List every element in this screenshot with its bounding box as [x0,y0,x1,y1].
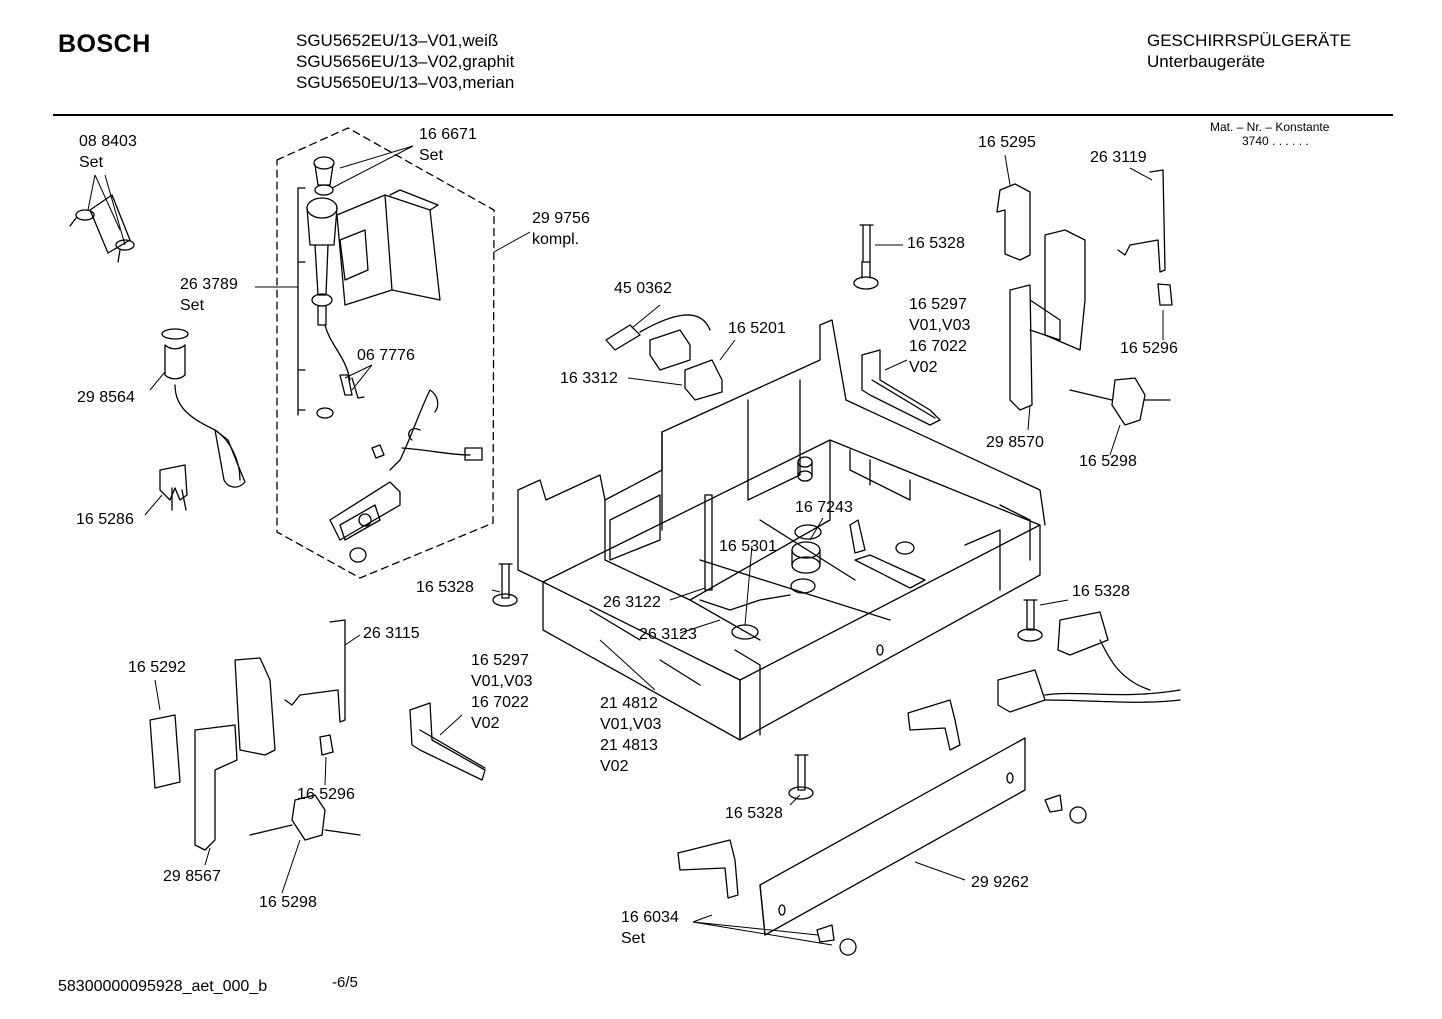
front-plinth [759,737,1026,936]
part-label-165286: 16 5286 [76,511,134,528]
model-line: SGU5656EU/13–V02,graphit [296,52,515,71]
part-label-165328: 16 5328 [907,235,965,252]
header-rule [53,114,1393,116]
part-label-165292: 16 5292 [128,659,186,676]
foot-screw [853,224,879,290]
document-id: 58300000095928_aet_000_b [58,978,268,995]
part-label-165201: 16 5201 [728,320,786,337]
brand-logo: BOSCH [58,30,151,58]
material-value: 3740 . . . . . . [1242,134,1309,148]
subcategory-title: Unterbaugeräte [1147,52,1266,71]
part-label-165296-left: 16 5296 [297,786,355,803]
model-line: SGU5650EU/13–V03,merian [296,73,515,92]
part-label-298570: 29 8570 [986,434,1044,451]
part-label-299262: 29 9262 [971,874,1029,891]
model-line: SGU5652EU/13–V01,weiß [296,31,499,50]
page-number: -6/5 [332,974,358,991]
category-block: GESCHIRRSPÜLGERÄTE Unterbaugeräte [1147,30,1351,72]
part-label-165296-right: 16 5296 [1120,340,1178,357]
part-label-263115: 26 3115 [363,625,420,642]
part-label-298564: 29 8564 [77,389,135,406]
part-label-067776: 06 7776 [357,347,415,364]
part-label-165328-left: 16 5328 [416,579,474,596]
foot-screw [788,754,814,800]
model-list: SGU5652EU/13–V01,weiß SGU5656EU/13–V02,g… [296,30,514,93]
part-label-263122: 26 3122 [603,594,661,611]
part-label-165298-right: 16 5298 [1079,453,1137,470]
assembly-outline [276,127,495,579]
part-label-165298-left: 16 5298 [259,894,317,911]
material-title: Mat. – Nr. – Konstante [1210,120,1330,134]
material-box: Mat. – Nr. – Konstante 3740 . . . . . . [1210,120,1329,148]
category-title: GESCHIRRSPÜLGERÄTE [1147,31,1352,50]
part-label-298567: 29 8567 [163,868,221,885]
part-label-263123: 26 3123 [639,626,697,643]
inlet-valve [306,156,483,563]
part-label-163312: 16 3312 [560,370,618,387]
part-label-167243: 16 7243 [795,499,853,516]
base-frame [517,319,1046,741]
foot-screw [492,563,518,607]
foot-screw [1017,599,1043,642]
part-label-165295: 16 5295 [978,134,1036,151]
part-label-165328-right: 16 5328 [1072,583,1130,600]
part-label-165328-bottom: 16 5328 [725,805,783,822]
part-label-263119: 26 3119 [1090,149,1147,166]
part-label-450362: 45 0362 [614,280,672,297]
part-label-165301: 16 5301 [719,538,777,555]
